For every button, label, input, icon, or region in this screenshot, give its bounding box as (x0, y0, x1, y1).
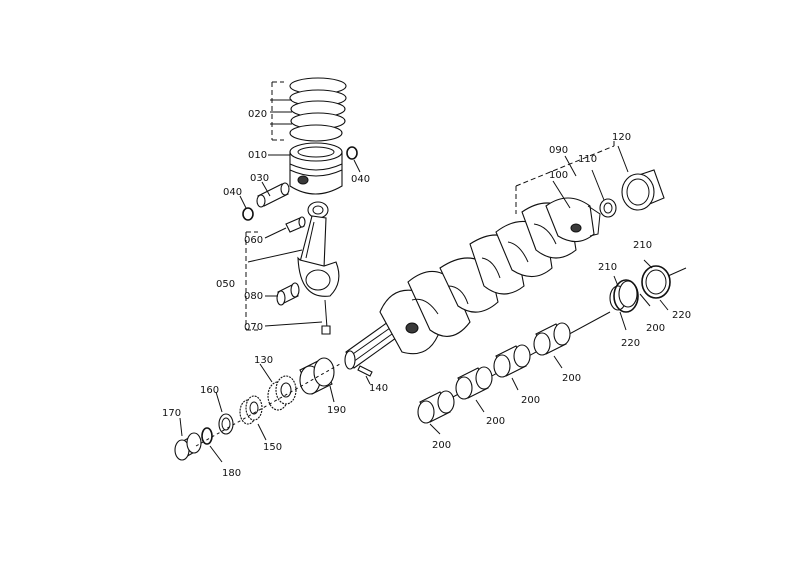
main-bearing-2 (455, 366, 493, 400)
collar (218, 413, 234, 435)
label-220-right: 220 (672, 310, 691, 321)
key (357, 365, 373, 377)
label-060: 060 (244, 235, 263, 246)
label-160: 160 (200, 385, 219, 396)
crankshaft-sleeve (599, 198, 617, 218)
label-200-5: 200 (646, 323, 665, 334)
label-010: 010 (248, 150, 267, 161)
label-070: 070 (244, 322, 263, 333)
oil-pump-drive-gear (239, 395, 263, 425)
crankshaft-collar (299, 357, 335, 395)
main-bearing-4 (533, 322, 571, 356)
label-030: 030 (250, 173, 269, 184)
snap-ring-right (346, 146, 358, 160)
label-200-3: 200 (521, 395, 540, 406)
flywheel-side-bearing-housing (621, 169, 665, 211)
label-150: 150 (263, 442, 282, 453)
main-bearing-3 (493, 344, 531, 378)
label-210-right: 210 (633, 240, 652, 251)
connecting-rod-bolt (321, 299, 331, 335)
label-050: 050 (216, 279, 235, 290)
label-170: 170 (162, 408, 181, 419)
thrust-washer-rear (641, 265, 671, 299)
label-040-left: 040 (223, 187, 242, 198)
label-100: 100 (549, 170, 568, 181)
front-oil-seal (174, 432, 202, 461)
label-190: 190 (327, 405, 346, 416)
o-ring (201, 427, 213, 445)
small-end-bushing (285, 216, 306, 233)
connecting-rod (297, 201, 340, 297)
piston-ring-set (289, 77, 347, 142)
label-110: 110 (578, 154, 597, 165)
main-bearing-1 (417, 390, 455, 424)
label-090: 090 (549, 145, 568, 156)
crankshaft (344, 197, 601, 370)
label-200-1: 200 (432, 440, 451, 451)
label-200-4: 200 (562, 373, 581, 384)
label-200-2: 200 (486, 416, 505, 427)
crankshaft-gear (267, 375, 297, 411)
label-130: 130 (254, 355, 273, 366)
label-020: 020 (248, 109, 267, 120)
label-040-right: 040 (351, 174, 370, 185)
label-220-left: 220 (621, 338, 640, 349)
connecting-rod-bearing (276, 282, 300, 306)
piston (289, 142, 343, 195)
thrust-washer-front (613, 279, 639, 313)
label-180: 180 (222, 468, 241, 479)
label-080: 080 (244, 291, 263, 302)
label-140: 140 (369, 383, 388, 394)
piston-pin (256, 182, 290, 208)
label-120: 120 (612, 132, 631, 143)
snap-ring-left (242, 207, 254, 221)
label-210-left: 210 (598, 262, 617, 273)
